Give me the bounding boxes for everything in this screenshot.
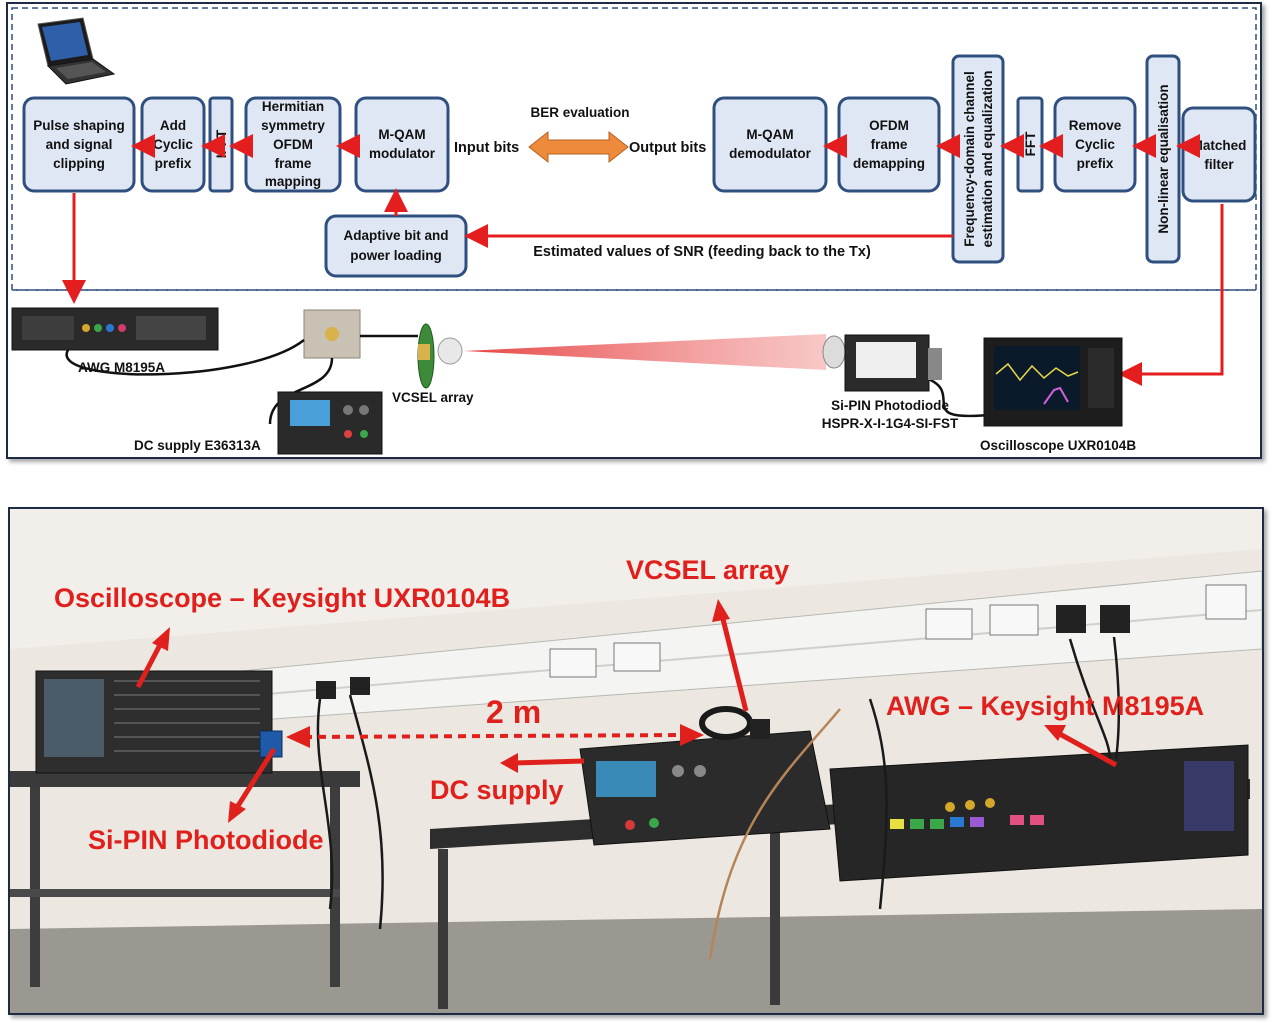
remove-cp-line1: Remove — [1069, 118, 1122, 133]
vcsel-photo-label: VCSEL array — [626, 555, 789, 585]
pulse-shaping-line2: and signal — [46, 137, 113, 152]
snr-feedback-label: Estimated values of SNR (feeding back to… — [533, 244, 871, 260]
dc-supply-photo — [579, 730, 831, 846]
hermitian-line2: symmetry — [261, 118, 325, 133]
oscilloscope-icon — [983, 337, 1123, 427]
mqam-demodulator-block: M-QAM demodulator — [712, 96, 828, 193]
hermitian-line5: mapping — [265, 174, 321, 189]
mqam-demod-line2: demodulator — [729, 146, 811, 161]
photodiode-photo-label: Si-PIN Photodiode — [88, 825, 324, 855]
pulse-shaping-line3: clipping — [53, 156, 105, 171]
lab-photo-svg: Oscilloscope – Keysight UXR0104B VCSEL a… — [10, 509, 1262, 1013]
awg-photo — [829, 744, 1249, 882]
mqam-demod-line1: M-QAM — [746, 127, 793, 142]
hermitian-line1: Hermitian — [262, 99, 324, 114]
matched-line2: filter — [1204, 157, 1234, 172]
fde-line2: estimation and equalization — [980, 70, 995, 247]
photodiode-label-line2: HSPR-X-I-1G4-SI-FST — [822, 416, 959, 431]
dc-supply-icon — [277, 391, 383, 455]
ifft-block: IFFT — [208, 96, 234, 193]
hermitian-line4: frame — [275, 156, 312, 171]
distance-arrow — [286, 724, 704, 748]
mqam-mod-line2: modulator — [369, 146, 436, 161]
optical-beam — [464, 334, 826, 370]
photodiode-label-line1: Si-PIN Photodiode — [831, 398, 949, 413]
block-diagram-svg: Pulse shaping and signal clipping Add Cy… — [11, 7, 1257, 455]
ofdm-demapping-block: OFDM frame demapping — [837, 96, 941, 193]
awg-photo-label: AWG – Keysight M8195A — [886, 691, 1204, 721]
pulse-shaping-line1: Pulse shaping — [33, 118, 125, 133]
add-cp-line3: prefix — [155, 156, 192, 171]
mqam-modulator-block: M-QAM modulator — [354, 96, 450, 193]
remove-cyclic-prefix-block: Remove Cyclic prefix — [1053, 96, 1137, 193]
pulse-shaping-block: Pulse shaping and signal clipping — [22, 96, 136, 193]
awg-device-icon — [11, 307, 219, 351]
frequency-domain-equalization-block: Frequency-domain channel estimation and … — [951, 54, 1005, 264]
oscilloscope-label: Oscilloscope UXR0104B — [980, 438, 1136, 453]
remove-cp-line2: Cyclic — [1075, 137, 1115, 152]
fft-label: FFT — [1023, 131, 1038, 156]
add-cp-line1: Add — [160, 118, 186, 133]
matched-line1: Matched — [1192, 138, 1247, 153]
signal-flow-arrows — [62, 134, 1224, 386]
ofdm-demap-line3: demapping — [853, 156, 925, 171]
add-cyclic-prefix-block: Add Cyclic prefix — [140, 96, 206, 193]
hardware-cables — [65, 334, 999, 425]
distance-label: 2 m — [486, 694, 541, 730]
ofdm-demap-line1: OFDM — [869, 118, 909, 133]
left-table — [10, 771, 360, 987]
input-bits-label: Input bits — [454, 140, 519, 156]
add-cp-line2: Cyclic — [153, 137, 193, 152]
photo-cables — [316, 636, 1121, 930]
adaptive-line2: power loading — [350, 248, 442, 263]
hermitian-mapping-block: Hermitian symmetry OFDM frame mapping — [244, 96, 342, 193]
oscilloscope-photo — [35, 670, 273, 774]
nonlinear-equalisation-block: Non-linear equalisation — [1145, 54, 1181, 264]
laptop-icon — [37, 17, 116, 85]
bias-tee-icon — [303, 309, 361, 359]
oscilloscope-photo-label: Oscilloscope – Keysight UXR0104B — [54, 583, 510, 613]
hermitian-line3: OFDM — [273, 137, 313, 152]
matched-filter-block: Matched filter — [1181, 106, 1257, 203]
ber-double-arrow — [528, 130, 629, 164]
ofdm-demap-line2: frame — [871, 137, 908, 152]
wall-sockets — [549, 584, 1247, 678]
photo-pointer-arrows — [135, 599, 1118, 823]
fde-line1: Frequency-domain channel — [962, 71, 977, 247]
vcsel-array-icon — [417, 323, 463, 389]
fft-block: FFT — [1016, 96, 1044, 193]
lab-setup-photo: Oscilloscope – Keysight UXR0104B VCSEL a… — [8, 507, 1264, 1015]
system-block-diagram: Pulse shaping and signal clipping Add Cy… — [6, 2, 1262, 459]
remove-cp-line3: prefix — [1077, 156, 1114, 171]
nonlinear-eq-label: Non-linear equalisation — [1156, 84, 1171, 233]
ifft-label: IFFT — [214, 129, 229, 158]
socket-plugs — [316, 605, 1130, 699]
mqam-mod-line1: M-QAM — [378, 127, 425, 142]
photodiode-icon — [822, 334, 942, 392]
adaptive-line1: Adaptive bit and — [343, 228, 448, 243]
vcsel-photo — [699, 706, 770, 740]
dc-supply-label: DC supply E36313A — [134, 438, 261, 453]
output-bits-label: Output bits — [629, 140, 706, 156]
ber-evaluation-label: BER evaluation — [530, 105, 629, 120]
vcsel-label: VCSEL array — [392, 390, 474, 405]
dc-supply-photo-label: DC supply — [430, 775, 564, 805]
adaptive-loading-block: Adaptive bit and power loading — [324, 214, 468, 278]
